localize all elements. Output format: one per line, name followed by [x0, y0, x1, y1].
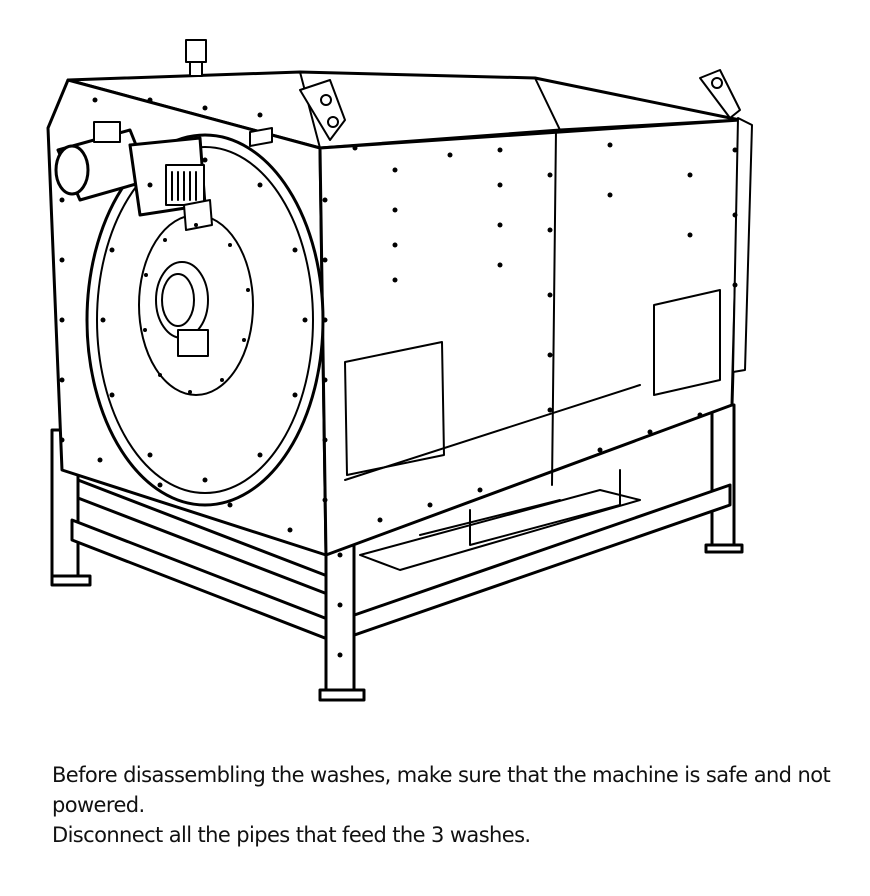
machine-body [46, 39, 753, 557]
instruction-line-disconnect-pipes: Disconnect all the pipes that feed the 3… [52, 823, 531, 847]
instructions-text-block: Before disassembling the washes, make su… [52, 760, 832, 850]
instruction-line-safety: Before disassembling the washes, make su… [52, 763, 831, 817]
machine-illustration [46, 39, 753, 702]
